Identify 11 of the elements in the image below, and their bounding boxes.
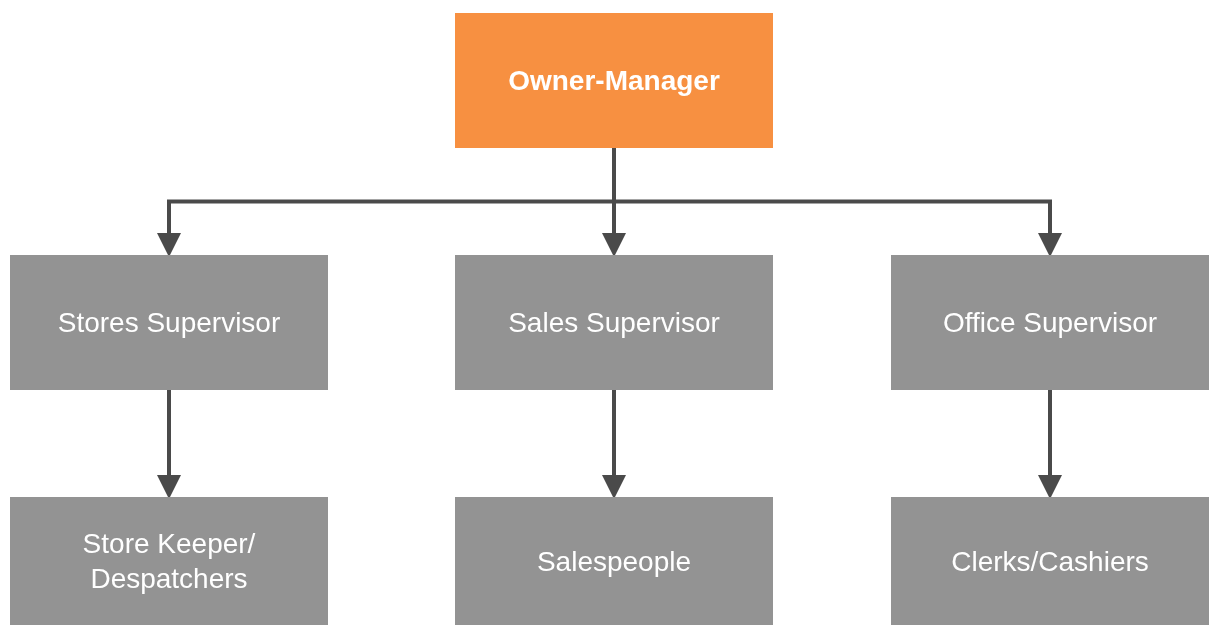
role-box: Sales Supervisor	[455, 255, 773, 390]
role-box: Clerks/Cashiers	[891, 497, 1209, 625]
connector-arrow	[602, 390, 626, 499]
connector-arrow	[157, 390, 181, 499]
connector-arrow	[612, 148, 1062, 257]
role-box: Office Supervisor	[891, 255, 1209, 390]
role-box: Stores Supervisor	[10, 255, 328, 390]
connector-arrow	[1038, 390, 1062, 499]
role-box: Salespeople	[455, 497, 773, 625]
role-box: Store Keeper/ Despatchers	[10, 497, 328, 625]
top-role-box: Owner-Manager	[455, 13, 773, 148]
